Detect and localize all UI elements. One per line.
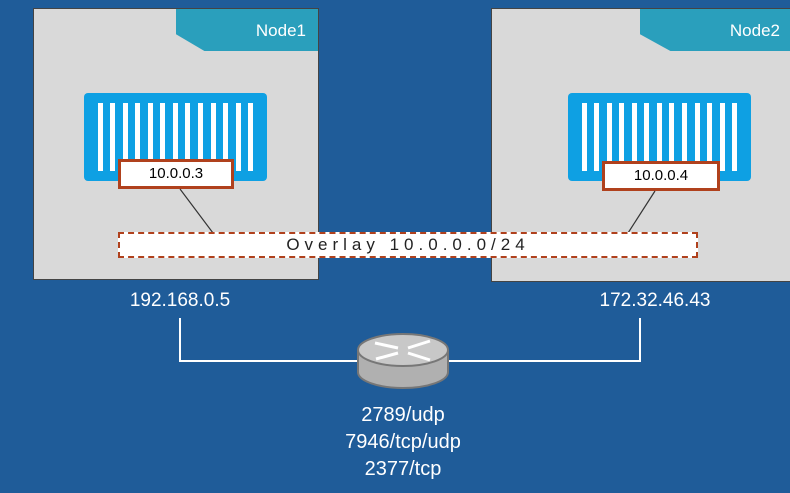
container-slat <box>606 103 612 171</box>
container-slat <box>594 103 600 171</box>
container-slat <box>172 103 178 171</box>
node2-label: Node2 <box>640 9 790 51</box>
node1-container-ip: 10.0.0.3 <box>118 159 234 189</box>
container-slat <box>135 103 141 171</box>
node2-host-ip: 172.32.46.43 <box>599 290 711 311</box>
container-slat <box>122 103 128 171</box>
node1-label: Node1 <box>176 9 318 51</box>
container-slat <box>694 103 700 171</box>
container-slat <box>682 103 688 171</box>
node1-box: Node1 10.0.0.3 <box>33 8 319 280</box>
port: 2789/udp <box>361 404 445 426</box>
router-icon <box>357 333 449 389</box>
container-slat <box>619 103 625 171</box>
port-list: 2789/udp 7946/tcp/udp 2377/tcp <box>345 402 461 483</box>
overlay-network: Overlay 10.0.0.0/24 <box>118 232 698 258</box>
container-slat <box>707 103 713 171</box>
container-slat <box>732 103 738 171</box>
container-icon <box>84 93 267 181</box>
container-slat <box>110 103 116 171</box>
container-slat <box>644 103 650 171</box>
container-slat <box>147 103 153 171</box>
container-slat <box>210 103 216 171</box>
port: 2377/tcp <box>364 458 442 480</box>
container-slat <box>248 103 254 171</box>
container-slat <box>223 103 229 171</box>
node2-container-ip: 10.0.0.4 <box>602 161 720 191</box>
node1-host-ip: 192.168.0.5 <box>129 290 231 311</box>
container-slat <box>656 103 662 171</box>
container-slat <box>185 103 191 171</box>
container-slat <box>719 103 725 171</box>
container-slat <box>581 103 587 171</box>
container-slat <box>669 103 675 171</box>
container-slat <box>97 103 103 171</box>
container-slat <box>160 103 166 171</box>
container-slat <box>198 103 204 171</box>
container-slat <box>235 103 241 171</box>
container-slat <box>631 103 637 171</box>
port: 7946/tcp/udp <box>345 431 461 453</box>
